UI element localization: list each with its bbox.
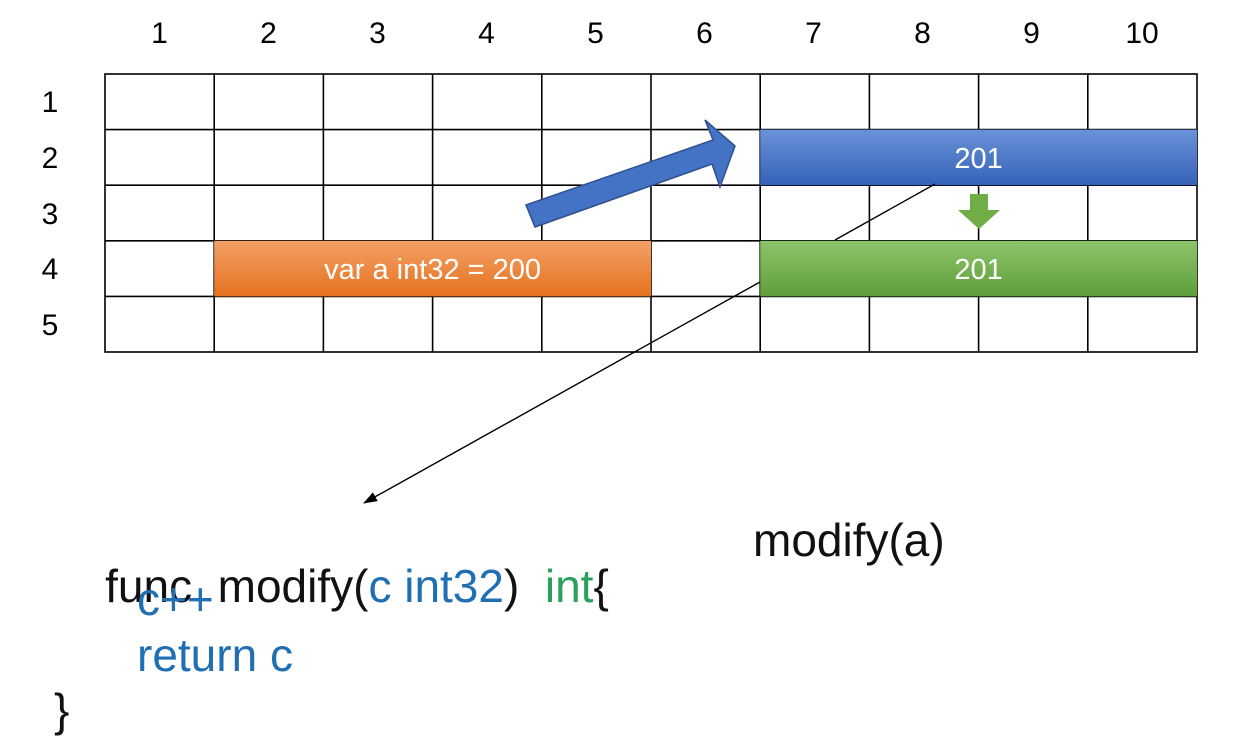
- column-header: 10: [1125, 17, 1158, 50]
- column-header: 1: [151, 17, 168, 50]
- param-declaration: c int32: [368, 560, 504, 612]
- return-value-label: 201: [954, 254, 1002, 286]
- column-header: 8: [914, 17, 931, 50]
- row-headers: 1 2 3 4 5: [42, 86, 59, 342]
- open-brace: {: [593, 560, 609, 612]
- parameter-pointer-arrow: [363, 281, 761, 504]
- row-header: 1: [42, 86, 59, 119]
- column-header: 5: [587, 17, 604, 50]
- column-header: 2: [260, 17, 277, 50]
- func-keyword: func modify(: [105, 560, 369, 612]
- code-line-signature: func modify(c int32) int{: [54, 517, 609, 655]
- row-header: 2: [42, 142, 59, 175]
- column-header: 4: [478, 17, 495, 50]
- variable-a-label: var a int32 = 200: [324, 254, 541, 286]
- return-type: int: [544, 560, 594, 612]
- copied-value-label: 201: [954, 143, 1002, 175]
- column-header: 6: [696, 17, 713, 50]
- variable-a-block: var a int32 = 200: [214, 240, 651, 297]
- increment-arrow: [958, 194, 1000, 229]
- paren-close: ): [503, 560, 545, 612]
- column-header: 9: [1023, 17, 1040, 50]
- code-line-return: return c: [137, 629, 293, 681]
- connector-line: [834, 183, 936, 241]
- copied-value-block: 201: [760, 129, 1197, 186]
- return-value-block: 201: [760, 240, 1197, 297]
- column-headers: 1 2 3 4 5 6 7 8 9 10: [151, 17, 1159, 50]
- row-header: 5: [42, 309, 59, 342]
- row-header: 4: [42, 253, 59, 286]
- column-header: 3: [369, 17, 386, 50]
- row-header: 3: [42, 198, 59, 231]
- function-call: modify(a): [753, 514, 945, 566]
- code-line-close-brace: }: [54, 684, 70, 736]
- copy-arrow: [525, 119, 736, 228]
- code-line-increment: c++: [137, 573, 214, 625]
- column-header: 7: [805, 17, 822, 50]
